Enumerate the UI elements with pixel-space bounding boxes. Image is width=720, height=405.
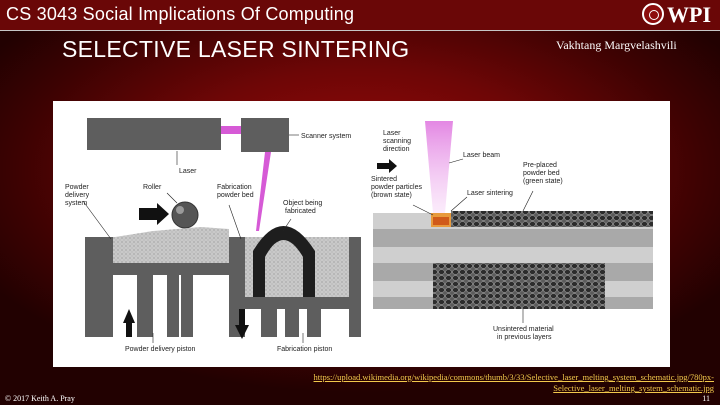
label-sintered-3: (brown state) <box>371 192 412 199</box>
wpi-logo: WPI <box>642 2 716 27</box>
label-laser-dir-2: scanning <box>383 138 411 145</box>
header-bar: CS 3043 Social Implications Of Computing… <box>0 0 720 31</box>
label-object-1: Object being <box>283 200 322 207</box>
laser-unit <box>87 118 221 150</box>
label-object-2: fabricated <box>285 208 316 215</box>
label-fab-bed-1: Fabrication <box>217 184 252 191</box>
page-number: 11 <box>702 394 710 403</box>
footer-copyright: © 2017 Keith A. Pray <box>5 394 75 403</box>
right-schematic: Laser scanning direction Laser beam Pre-… <box>371 121 653 341</box>
label-scanner: Scanner system <box>301 133 351 140</box>
label-fab-piston: Fabrication piston <box>277 346 332 353</box>
source-url-line2[interactable]: Selective_laser_melting_system_schematic… <box>553 383 714 393</box>
slide-author: Vakhtang Margvelashvili <box>556 38 677 52</box>
label-sintered-2: powder particles <box>371 184 422 191</box>
label-powder-delivery-3: system <box>65 200 87 207</box>
label-preplaced-1: Pre-placed <box>523 162 557 169</box>
label-unsintered-1: Unsintered material <box>493 326 554 333</box>
fabricated-object <box>253 226 315 297</box>
sls-diagram: Laser Scanner system Roller Powder deliv… <box>53 101 670 367</box>
label-laser-dir-3: direction <box>383 146 410 153</box>
wpi-seal-icon <box>642 3 664 25</box>
wpi-logo-text: WPI <box>667 2 711 27</box>
label-sintered-1: Sintered <box>371 176 397 183</box>
label-laser-dir-1: Laser <box>383 130 401 137</box>
label-laser-beam: Laser beam <box>463 152 500 159</box>
label-powder-delivery-2: delivery <box>65 192 90 199</box>
label-unsintered-2: in previous layers <box>497 334 552 341</box>
laser-beam-horizontal <box>221 126 241 134</box>
label-laser-sintering: Laser sintering <box>467 190 513 197</box>
source-url-line1[interactable]: https://upload.wikimedia.org/wikipedia/c… <box>313 372 714 382</box>
slide-title: SELECTIVE LASER SINTERING <box>62 36 410 62</box>
left-schematic: Laser Scanner system Roller Powder deliv… <box>65 118 361 353</box>
course-title: CS 3043 Social Implications Of Computing <box>6 4 355 24</box>
scanner-unit <box>241 118 289 152</box>
label-delivery-piston: Powder delivery piston <box>125 346 196 353</box>
label-roller: Roller <box>143 184 162 191</box>
label-laser: Laser <box>179 168 197 175</box>
laser-beam-cone <box>425 121 453 213</box>
label-fab-bed-2: powder bed <box>217 192 254 199</box>
source-link[interactable]: https://upload.wikimedia.org/wikipedia/c… <box>194 372 714 394</box>
label-preplaced-2: powder bed <box>523 170 560 177</box>
laser-beam-diagonal <box>256 152 271 231</box>
label-powder-delivery-1: Powder <box>65 184 89 191</box>
label-preplaced-3: (green state) <box>523 178 563 185</box>
